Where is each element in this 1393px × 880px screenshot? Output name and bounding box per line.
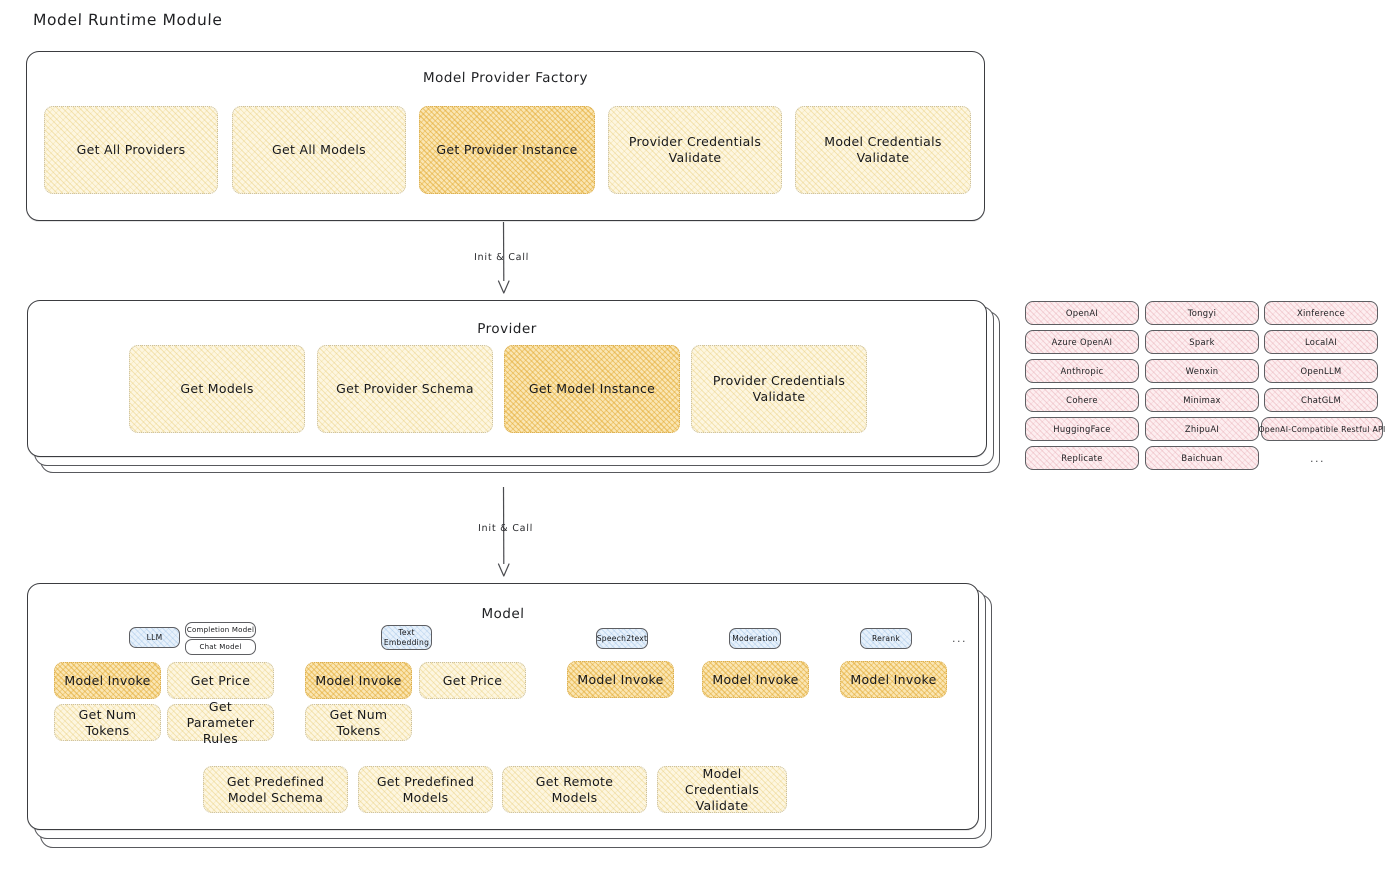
text-embedding-method-model-invoke[interactable]: Model Invoke	[305, 662, 412, 699]
llm-method-get-price[interactable]: Get Price	[167, 662, 274, 699]
llm-method-model-invoke[interactable]: Model Invoke	[54, 662, 161, 699]
moderation-method-model-invoke[interactable]: Model Invoke	[702, 661, 809, 698]
method-get-all-models[interactable]: Get All Models	[232, 106, 406, 194]
provider-chip-spark[interactable]: Spark	[1145, 330, 1259, 354]
model-subtype-chip-chat-model[interactable]: Chat Model	[185, 639, 256, 655]
provider-chip-tongyi[interactable]: Tongyi	[1145, 301, 1259, 325]
model-method-model-credentials-validate[interactable]: Model Credentials Validate	[657, 766, 787, 813]
method-get-all-providers[interactable]: Get All Providers	[44, 106, 218, 194]
model-type-chip-rerank[interactable]: Rerank	[860, 628, 912, 649]
provider-chip-zhipuai[interactable]: ZhipuAI	[1145, 417, 1259, 441]
model-subtype-chip-completion-model[interactable]: Completion Model	[185, 622, 256, 638]
arrow-label-init-call-1: Init & Call	[473, 252, 530, 263]
provider-chip-minimax[interactable]: Minimax	[1145, 388, 1259, 412]
method-provider-credentials-validate-2[interactable]: Provider Credentials Validate	[691, 345, 867, 433]
provider-chip-replicate[interactable]: Replicate	[1025, 446, 1139, 470]
provider-chip-baichuan[interactable]: Baichuan	[1145, 446, 1259, 470]
text-embedding-method-get-price[interactable]: Get Price	[419, 662, 526, 699]
provider-chip-azure-openai[interactable]: Azure OpenAI	[1025, 330, 1139, 354]
provider-chip-xinference[interactable]: Xinference	[1264, 301, 1378, 325]
provider-chip-anthropic[interactable]: Anthropic	[1025, 359, 1139, 383]
arrow-factory-to-provider	[497, 221, 510, 294]
provider-chip-cohere[interactable]: Cohere	[1025, 388, 1139, 412]
provider-chip-openai[interactable]: OpenAI	[1025, 301, 1139, 325]
provider-chip-wenxin[interactable]: Wenxin	[1145, 359, 1259, 383]
provider-title: Provider	[477, 321, 537, 337]
method-get-models[interactable]: Get Models	[129, 345, 305, 433]
model-type-chip-moderation[interactable]: Moderation	[729, 628, 781, 649]
method-model-credentials-validate[interactable]: Model Credentials Validate	[795, 106, 971, 194]
arrow-provider-to-model	[497, 486, 510, 577]
model-type-chip-text-embedding[interactable]: Text Embedding	[381, 625, 432, 650]
method-provider-credentials-validate[interactable]: Provider Credentials Validate	[608, 106, 782, 194]
model-type-chip-speech2text[interactable]: Speech2text	[596, 628, 648, 649]
provider-chip-openllm[interactable]: OpenLLM	[1264, 359, 1378, 383]
provider-chip-chatglm[interactable]: ChatGLM	[1264, 388, 1378, 412]
model-types-more: ...	[952, 632, 967, 645]
method-get-provider-instance[interactable]: Get Provider Instance	[419, 106, 595, 194]
model-method-get-predefined-models[interactable]: Get Predefined Models	[358, 766, 493, 813]
model-method-get-remote-models[interactable]: Get Remote Models	[502, 766, 647, 813]
model-provider-factory-title: Model Provider Factory	[422, 70, 589, 86]
arrow-label-init-call-2: Init & Call	[477, 523, 534, 534]
text-embedding-method-get-num-tokens[interactable]: Get Num Tokens	[305, 704, 412, 741]
provider-list-more: ...	[1310, 452, 1325, 465]
rerank-method-model-invoke[interactable]: Model Invoke	[840, 661, 947, 698]
provider-chip-localai[interactable]: LocalAI	[1264, 330, 1378, 354]
model-type-chip-llm[interactable]: LLM	[129, 627, 180, 648]
llm-method-get-parameter-rules[interactable]: Get Parameter Rules	[167, 699, 274, 746]
model-title: Model	[481, 606, 525, 622]
model-method-get-predefined-model-schema[interactable]: Get Predefined Model Schema	[203, 766, 348, 813]
provider-chip-huggingface[interactable]: HuggingFace	[1025, 417, 1139, 441]
page-title: Model Runtime Module	[32, 11, 223, 29]
provider-chip-openai-compatible-restful-api[interactable]: OpenAI-Compatible Restful API	[1258, 417, 1385, 441]
method-get-model-instance[interactable]: Get Model Instance	[504, 345, 680, 433]
speech2text-method-model-invoke[interactable]: Model Invoke	[567, 661, 674, 698]
method-get-provider-schema[interactable]: Get Provider Schema	[317, 345, 493, 433]
llm-method-get-num-tokens[interactable]: Get Num Tokens	[54, 704, 161, 741]
